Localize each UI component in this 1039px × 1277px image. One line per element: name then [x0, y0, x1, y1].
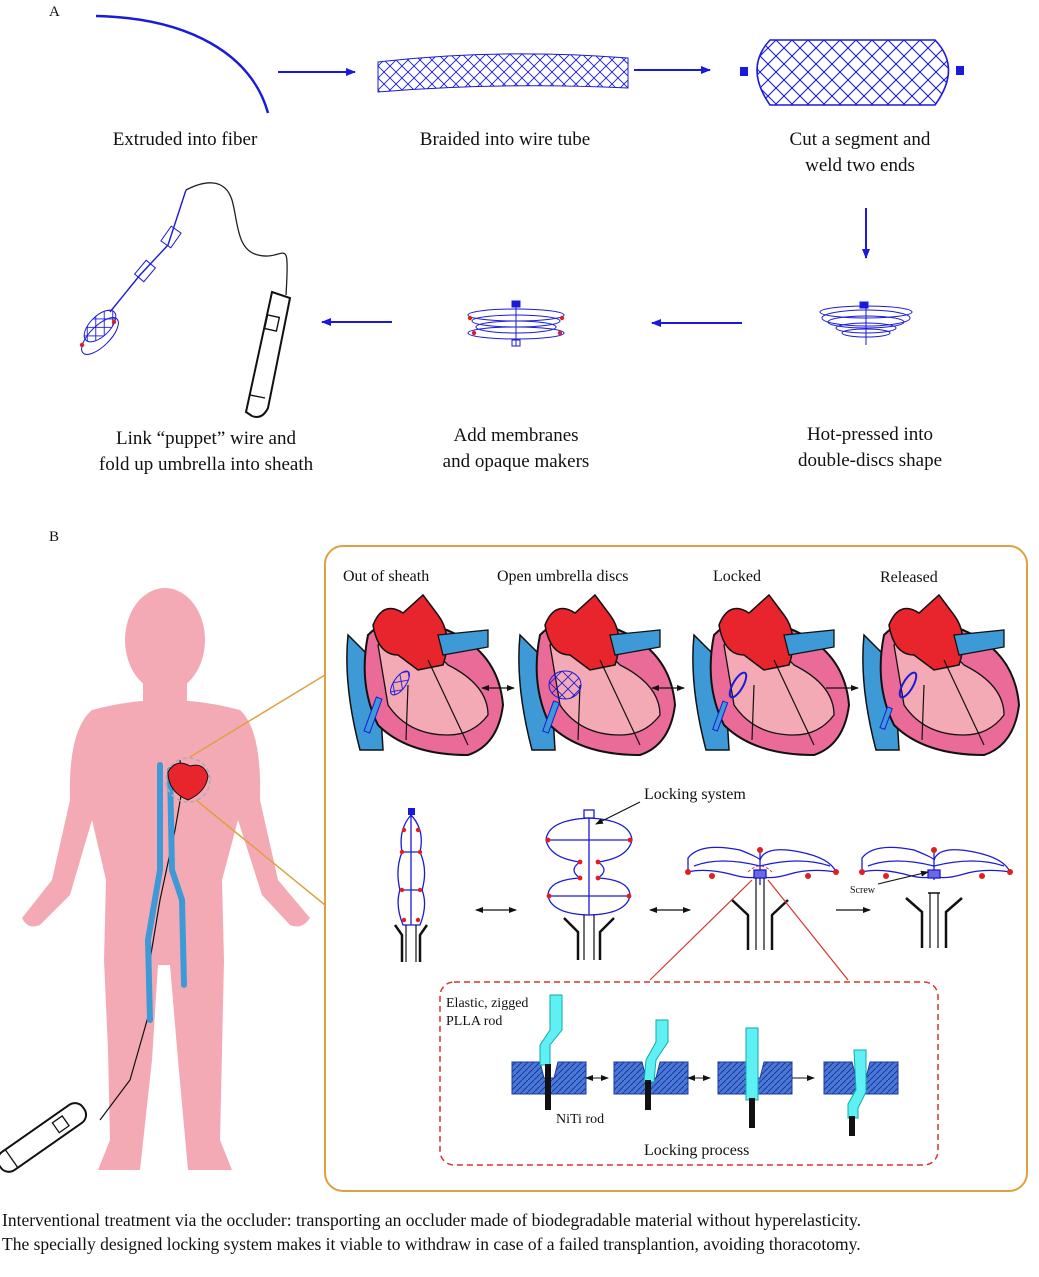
step-label-braided: Braided into wire tube — [419, 129, 591, 150]
figure-caption: Interventional treatment via the occlude… — [2, 1210, 861, 1254]
welded-cage — [757, 40, 949, 105]
lock-step-3 — [717, 1027, 793, 1128]
step-label-puppet-wire: Link “puppet” wire and fold up umbrella … — [98, 428, 314, 475]
occluder-sequence — [393, 808, 1013, 962]
locking-process-label: Locking process — [644, 1142, 750, 1159]
membrane-discs — [467, 300, 565, 347]
step-label-membranes: Add membranes and opaque makers — [442, 425, 590, 472]
locking-mechanisms — [511, 994, 899, 1136]
human-body — [22, 588, 310, 1170]
occluder-released — [859, 846, 1013, 948]
puppet-wire-assembly — [79, 182, 292, 418]
stage-label-locked: Locked — [713, 568, 761, 585]
heart-out-of-sheath — [346, 593, 505, 757]
hot-pressed-discs — [819, 301, 913, 345]
panel-b-letter: B — [49, 529, 60, 545]
screw-label: Screw — [850, 885, 875, 896]
stage-label-out-of-sheath: Out of sheath — [343, 568, 430, 585]
heart-sequence — [346, 593, 1021, 757]
panel-b-diagrams — [0, 545, 1028, 1192]
heart-open-discs — [518, 593, 677, 757]
stage-label-released: Released — [880, 569, 938, 586]
zoom-frame — [324, 545, 1028, 1192]
occluder-open — [545, 809, 633, 960]
heart-highlight — [165, 757, 211, 803]
locking-process-box — [439, 981, 939, 1166]
locking-system-label: Locking system — [644, 786, 746, 803]
stage-label-open-discs: Open umbrella discs — [497, 568, 629, 585]
plla-rod-label: Elastic, zigged PLLA rod — [446, 996, 529, 1029]
step-label-cut-weld: Cut a segment and weld two ends — [789, 129, 931, 176]
step-label-hot-pressed: Hot-pressed into double-discs shape — [797, 424, 943, 471]
occluder-locked — [685, 846, 839, 950]
step-label-fiber: Extruded into fiber — [112, 129, 258, 150]
vessels — [144, 762, 187, 1023]
heart-locked — [692, 593, 851, 757]
heart-small-icon — [167, 762, 209, 801]
panel-a-diagrams — [79, 14, 964, 418]
fiber-curve — [95, 14, 270, 114]
lock-step-2 — [613, 1019, 689, 1110]
panel-a-letter: A — [49, 4, 60, 20]
lock-step-4 — [823, 1049, 899, 1136]
lock-step-1 — [511, 994, 587, 1110]
occluder-elongated — [393, 808, 429, 962]
heart-released — [862, 593, 1021, 757]
braided-tube — [378, 53, 628, 92]
handle-device — [0, 1102, 88, 1173]
niti-rod-label: NiTi rod — [556, 1112, 605, 1127]
